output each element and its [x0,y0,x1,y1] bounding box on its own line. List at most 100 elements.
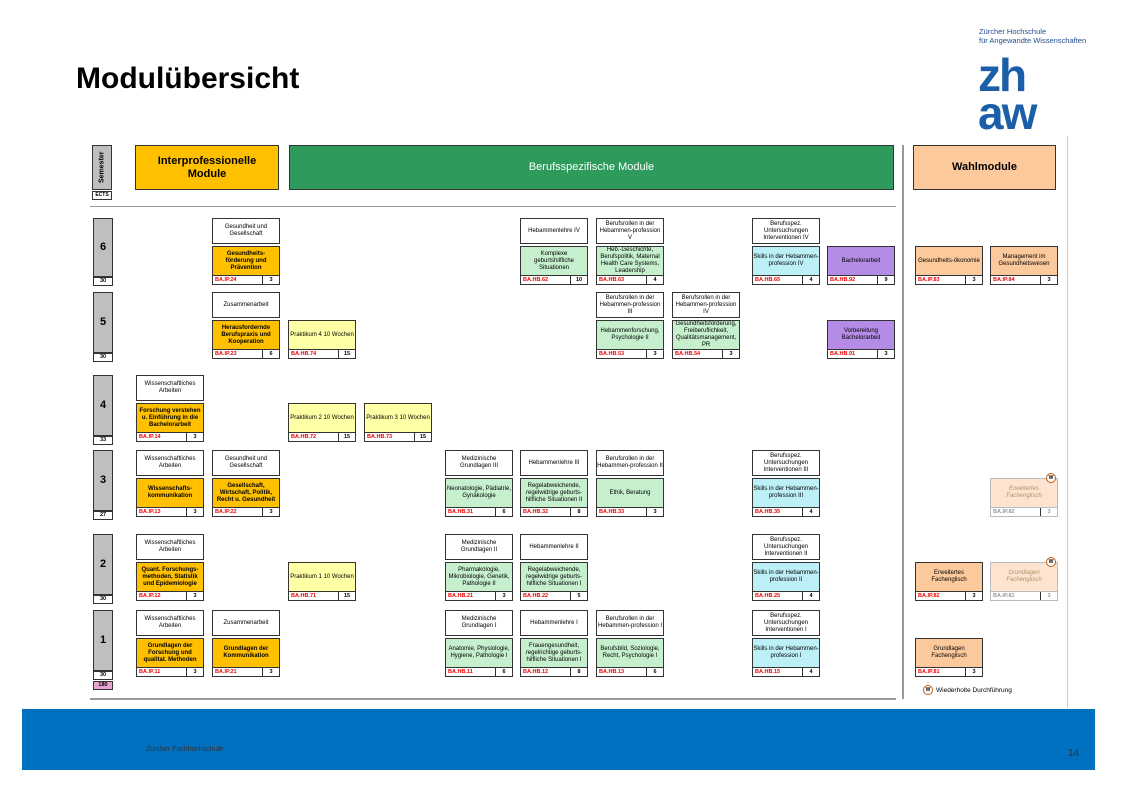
module-card[interactable]: Management im Gesundheitswesen [990,246,1058,276]
semester-ects: 33 [93,436,113,445]
module-card[interactable]: Anatomie, Physiologie, Hygiene, Patholog… [445,638,513,668]
module-card[interactable]: Praktikum 2 10 Wochen [288,403,356,433]
module-card[interactable]: Skills in der Hebammen-profession I [752,638,820,668]
module-group-title: Hebammenlehre IV [520,218,588,244]
module-group-title: Wissenschaftliches Arbeiten [136,375,204,401]
module-ects: 3 [193,434,197,440]
module-card[interactable]: Vorbereitung Bachelorarbeit [827,320,895,350]
module-ects: 10 [575,277,583,283]
module-ects: 3 [193,593,197,599]
module-code: BA.HB.54 [673,350,723,358]
module-code: BA.HB.13 [597,668,647,676]
module-group-title: Berufsrollen in der Hebammen-profession … [596,292,664,318]
semester-ects: 30 [93,671,113,680]
module-footer: BA.HB.63 4 [596,276,664,285]
module-card[interactable]: Wissenschafts-kommunikation [136,478,204,508]
module-card[interactable]: Grundlagen der Forschung und qualitat. M… [136,638,204,668]
module-card[interactable]: Skills in der Hebammen-profession IV [752,246,820,276]
module-code: BA.IP.82 [991,508,1041,516]
module-ects: 6 [502,669,506,675]
module-ects: 6 [269,351,273,357]
module-card[interactable]: Komplexe geburtshilfliche Situationen [520,246,588,276]
module-group-title: Gesundheit und Gesellschaft [212,218,280,244]
module-code: BA.HB.31 [446,508,496,516]
module-card[interactable]: Grundlagen Fachenglisch [990,562,1058,592]
module-card[interactable]: Heb.-Geschichte, Berufspolitik, Maternal… [596,246,664,276]
module-card[interactable]: Neonatologie, Pädiatrie, Gynäkologie [445,478,513,508]
module-ects: 15 [343,434,351,440]
module-code: BA.HB.91 [828,350,878,358]
module-card[interactable]: Herausfordernde Berufspraxis und Koopera… [212,320,280,350]
semester-ects: 30 [93,277,113,286]
module-ects: 6 [502,509,506,515]
module-card[interactable]: Ethik, Beratung [596,478,664,508]
module-group-title: Medizinische Grundlagen III [445,450,513,476]
semester-number: 4 [93,375,113,436]
semester-ects: 30 [93,353,113,362]
module-code: BA.HB.11 [446,668,496,676]
module-group-title: Hebammenlehre III [520,450,588,476]
module-card[interactable]: Forschung verstehen u. Einführung in die… [136,403,204,433]
module-code: BA.HB.62 [521,276,571,284]
module-card[interactable]: Skills in der Hebammen-profession III [752,478,820,508]
module-card[interactable]: Erweitertes Fachenglisch [990,478,1058,508]
module-card[interactable]: Skills in der Hebammen-profession II [752,562,820,592]
logo-line-1: zh [978,49,1027,101]
module-ects: 3 [653,351,657,357]
module-code: BA.HB.32 [521,508,571,516]
module-card[interactable]: Grundlagen Fachenglisch [915,638,983,668]
module-card[interactable]: Gesundheits-ökonomie [915,246,983,276]
module-card[interactable]: Gesundheits-förderung und Prävention [212,246,280,276]
module-code: BA.HB.63 [597,276,647,284]
semester-header: Semester [92,145,112,190]
module-card[interactable]: Regelabweichende, regelwidrige geburts-h… [520,478,588,508]
module-ects: 3 [1047,509,1051,515]
module-card[interactable]: Frauengesundheit, regelrichtige geburts-… [520,638,588,668]
module-footer: BA.HB.91 3 [827,350,895,359]
module-code: BA.IP.11 [137,668,187,676]
module-code: BA.IP.12 [137,592,187,600]
module-ects: 3 [884,351,888,357]
module-card[interactable]: Praktikum 4 10 Wochen [288,320,356,350]
column-divider [902,145,904,699]
module-group-title: Gesundheit und Gesellschaft [212,450,280,476]
module-card[interactable]: Bachelorarbeit [827,246,895,276]
module-code: BA.HB.33 [597,508,647,516]
module-group-title: Wissenschaftliches Arbeiten [136,534,204,560]
module-card[interactable]: Regelabweichende, regelwidrige geburts-h… [520,562,588,592]
repeat-icon: W [923,685,933,695]
module-card[interactable]: Praktikum 1 10 Wochen [288,562,356,592]
module-group-title: Wissenschaftliches Arbeiten [136,450,204,476]
module-card[interactable]: Praktikum 3 10 Wochen [364,403,432,433]
module-code: BA.IP.82 [916,592,966,600]
module-card[interactable]: Gesellschaft, Wirtschaft, Politik, Recht… [212,478,280,508]
module-code: BA.IP.84 [991,276,1041,284]
module-group-title: Wissenschaftliches Arbeiten [136,610,204,636]
module-card[interactable]: Erweitertes Fachenglisch [915,562,983,592]
module-card[interactable]: Berufsbild, Soziologie, Recht, Psycholog… [596,638,664,668]
module-group-title: Berufsrollen in der Hebammen-profession … [672,292,740,318]
module-card[interactable]: Hebammenforschung, Psychologie II [596,320,664,350]
module-overview-chart: Semester ECTS Interprofessionelle Module… [90,136,1068,708]
module-ects: 6 [653,669,657,675]
module-ects: 4 [809,277,813,283]
module-code: BA.HB.21 [446,592,496,600]
module-code: BA.HB.92 [828,276,878,284]
module-ects: 4 [653,277,657,283]
module-card[interactable]: Grundlagen der Kommunikation [212,638,280,668]
header-divider [90,206,896,207]
module-card[interactable]: Gesundheitsförderung, Freiberuflichkeit,… [672,320,740,350]
repeat-icon: W [1046,557,1056,567]
module-code: BA.IP.23 [213,350,263,358]
berufs-header: Berufsspezifische Module [289,145,894,190]
module-card[interactable]: Quant. Forschungs-methoden, Statistik un… [136,562,204,592]
module-card[interactable]: Pharmakologie, Mikrobiologie, Genetik, P… [445,562,513,592]
module-code: BA.HB.65 [753,276,803,284]
